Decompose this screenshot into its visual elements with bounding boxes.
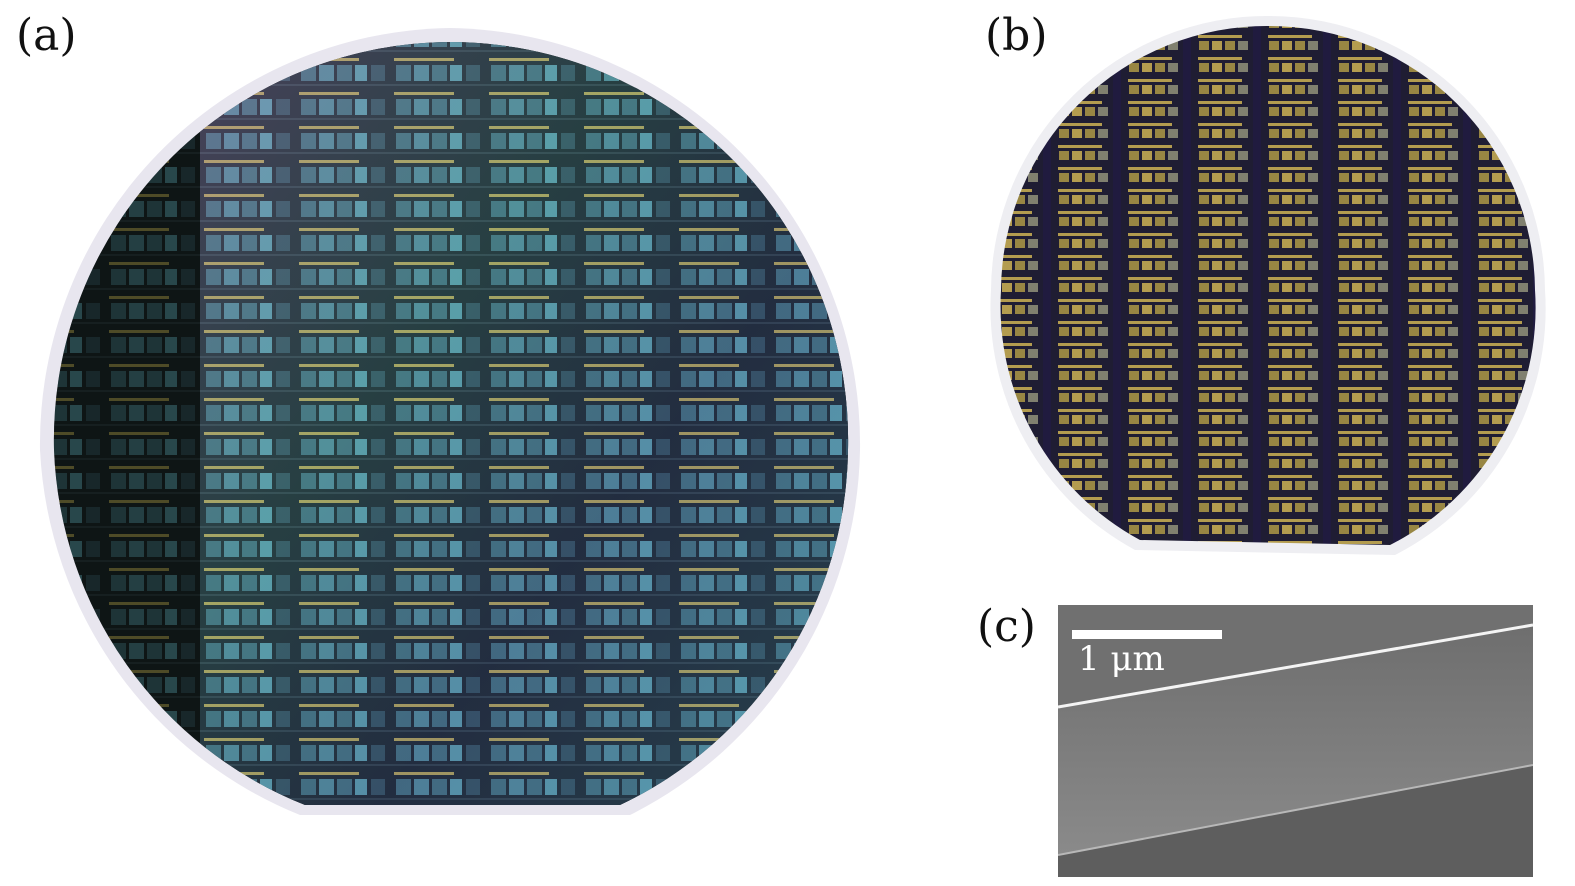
- scale-bar-label: 1 μm: [1078, 639, 1165, 679]
- panel-label-a: (a): [16, 10, 77, 61]
- panel-label-c: (c): [977, 601, 1036, 652]
- panel-label-b: (b): [985, 10, 1048, 61]
- scale-bar: [1072, 630, 1222, 639]
- sem-micrograph-c: [1058, 605, 1533, 877]
- wafer-photo-b: [990, 15, 1546, 556]
- wafer-photo-a: [39, 28, 861, 815]
